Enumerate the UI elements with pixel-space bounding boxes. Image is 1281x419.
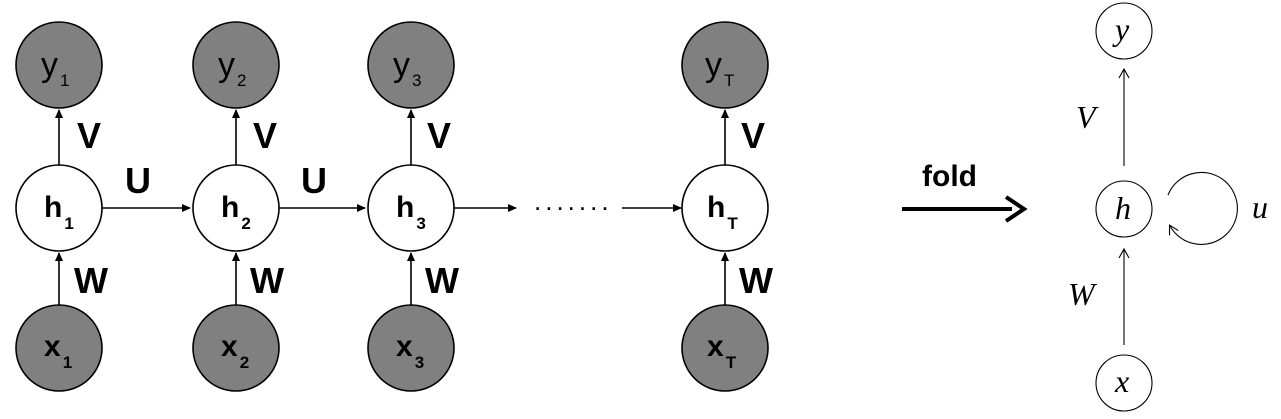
folded-network: y V h u W x xyxy=(1068,2,1268,412)
output-node-2 xyxy=(192,21,280,109)
w-label-1: W xyxy=(74,260,108,301)
folded-hidden-node xyxy=(1095,180,1153,238)
v-label-1: V xyxy=(77,115,101,156)
hidden-node-t xyxy=(681,164,769,252)
output-node-3 xyxy=(367,21,455,109)
w-label-3: W xyxy=(425,260,459,301)
w-label-t: W xyxy=(739,260,773,301)
folded-input-node xyxy=(1095,354,1153,412)
output-node-t xyxy=(681,21,769,109)
input-node-3 xyxy=(367,304,455,392)
folded-v-label: V xyxy=(1076,99,1099,135)
u-label-2: U xyxy=(301,160,327,201)
fold-label: fold xyxy=(922,160,977,193)
input-node-2 xyxy=(192,304,280,392)
folded-hidden-label: h xyxy=(1115,190,1131,226)
folded-w-label: W xyxy=(1068,276,1098,312)
recurrent-self-loop xyxy=(1167,171,1238,245)
folded-u-label: u xyxy=(1252,189,1268,225)
fold-arrow-head xyxy=(1004,195,1028,223)
input-node-1 xyxy=(15,304,103,392)
v-label-t: V xyxy=(741,115,765,156)
w-label-2: W xyxy=(250,260,284,301)
folded-input-label: x xyxy=(1114,363,1129,399)
u-label-1: U xyxy=(125,160,151,201)
output-node-1 xyxy=(15,21,103,109)
v-label-3: V xyxy=(427,115,451,156)
ellipsis: ....... xyxy=(534,186,613,216)
folded-output-node xyxy=(1095,2,1153,60)
folded-output-label: y xyxy=(1112,11,1130,47)
input-node-t xyxy=(681,304,769,392)
fold-arrow: fold xyxy=(902,160,1028,223)
v-label-2: V xyxy=(253,115,277,156)
